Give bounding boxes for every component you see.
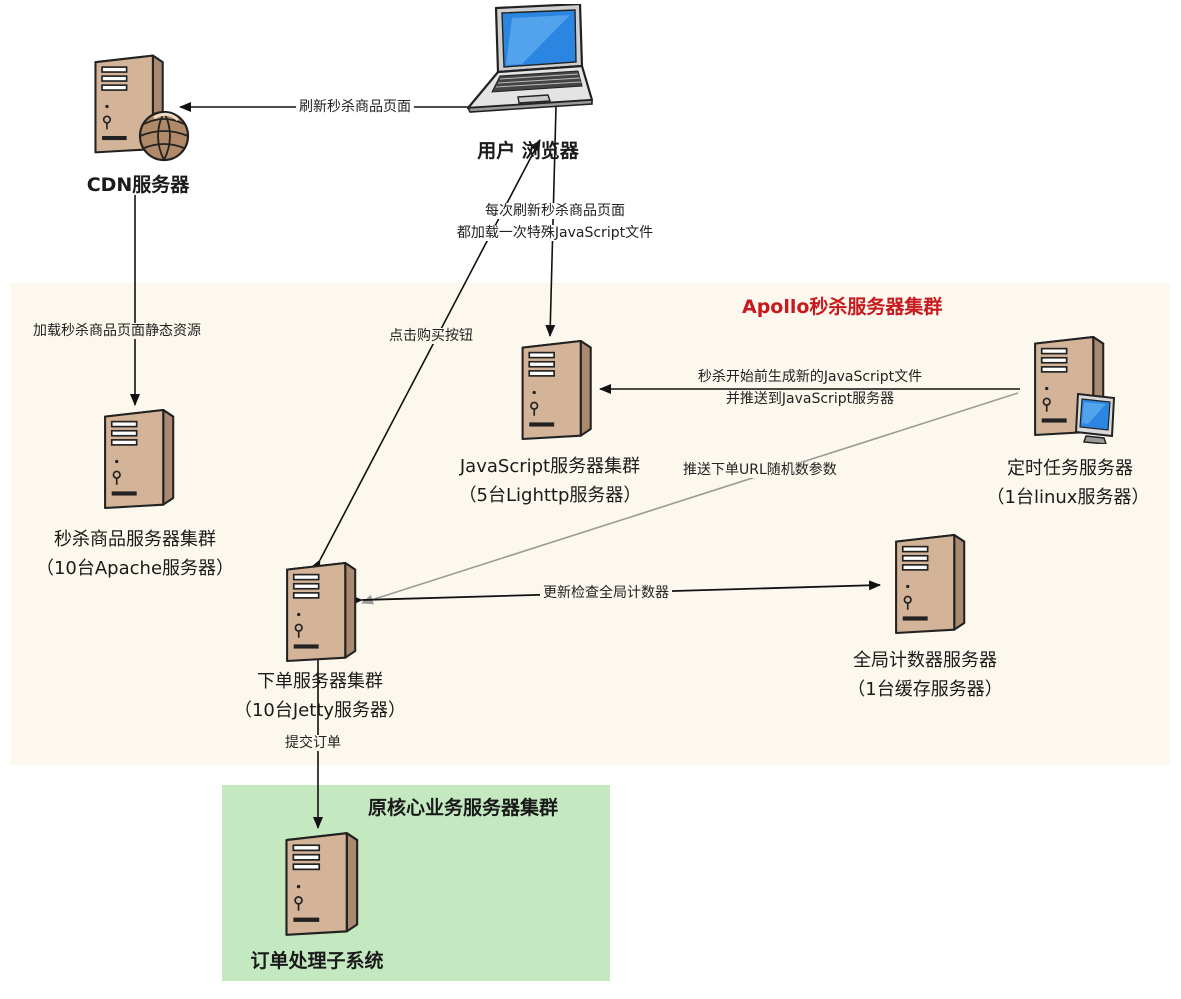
edge-label-click-buy: 点击购买按钮 [386, 325, 476, 347]
edge-label-load-js-text-2: 都加载一次特殊JavaScript文件 [453, 225, 657, 241]
order-cluster-label-1: 下单服务器集群 [257, 671, 383, 692]
scheduler-node [1020, 332, 1120, 445]
counter-label-1: 全局计数器服务器 [853, 650, 997, 671]
server-globe-icon [94, 54, 190, 162]
edge-label-submit-order: 提交订单 [282, 732, 344, 754]
server-monitor-icon [1033, 335, 1116, 445]
cdn-node [84, 50, 194, 168]
cdn-label: CDN服务器 [86, 174, 190, 196]
javascript-cluster-label-1: JavaScript服务器集群 [459, 456, 641, 477]
edge-label-load-static: 加载秒杀商品页面静态资源 [30, 320, 204, 342]
counter-label-2: （1台缓存服务器） [847, 679, 1003, 700]
scheduler-label-2: （1台linux服务器） [986, 487, 1150, 508]
order-system-label: 订单处理子系统 [250, 950, 384, 972]
edge-label-push-random-text: 推送下单URL随机数参数 [680, 462, 840, 478]
javascript-cluster-node [505, 336, 600, 444]
edge-label-load-js-text-1: 每次刷新秒杀商品页面 [482, 203, 628, 219]
product-cluster-label-2: （10台Apache服务器） [35, 558, 235, 579]
edge-load-js [545, 106, 557, 337]
edge-label-click-buy-text: 点击购买按钮 [386, 328, 476, 344]
edge-label-update-counter: 更新检查全局计数器 [540, 582, 672, 604]
apollo-cluster-title: Apollo秒杀服务器集群 [742, 296, 943, 318]
browser-node [462, 2, 594, 114]
server-icon [894, 533, 966, 635]
product-cluster-node [90, 405, 180, 513]
counter-node [880, 530, 972, 638]
edge-label-generate-js-text-1: 秒杀开始前生成新的JavaScript文件 [694, 369, 926, 385]
server-icon [285, 561, 357, 663]
edge-label-submit-order-text: 提交订单 [282, 735, 344, 751]
product-cluster-label-1: 秒杀商品服务器集群 [54, 529, 216, 550]
core-cluster-title: 原核心业务服务器集群 [368, 797, 559, 819]
server-icon [103, 408, 175, 510]
scheduler-label-1: 定时任务服务器 [1007, 458, 1133, 479]
laptop-icon [466, 2, 594, 113]
server-icon [521, 339, 592, 441]
order-cluster-label-2: （10台Jetty服务器） [233, 700, 407, 721]
javascript-cluster-label-2: （5台Lighttp服务器） [458, 485, 642, 506]
browser-label: 用户 浏览器 [477, 140, 579, 162]
edge-label-push-random: 推送下单URL随机数参数 [680, 459, 840, 481]
edge-label-load-js: 每次刷新秒杀商品页面 都加载一次特殊JavaScript文件 [430, 200, 680, 244]
edge-push-random [361, 392, 1019, 605]
edge-label-load-static-text: 加载秒杀商品页面静态资源 [30, 323, 204, 339]
edge-label-generate-js-text-2: 并推送到JavaScript服务器 [722, 391, 898, 407]
edge-label-generate-js: 秒杀开始前生成新的JavaScript文件 并推送到JavaScript服务器 [660, 366, 960, 410]
order-cluster-node [272, 558, 362, 666]
edge-label-refresh-page-text: 刷新秒杀商品页面 [296, 99, 414, 115]
server-icon [285, 831, 359, 937]
edge-label-refresh-page: 刷新秒杀商品页面 [296, 96, 414, 118]
edge-label-update-counter-text: 更新检查全局计数器 [540, 585, 672, 601]
order-system-node [270, 828, 365, 940]
